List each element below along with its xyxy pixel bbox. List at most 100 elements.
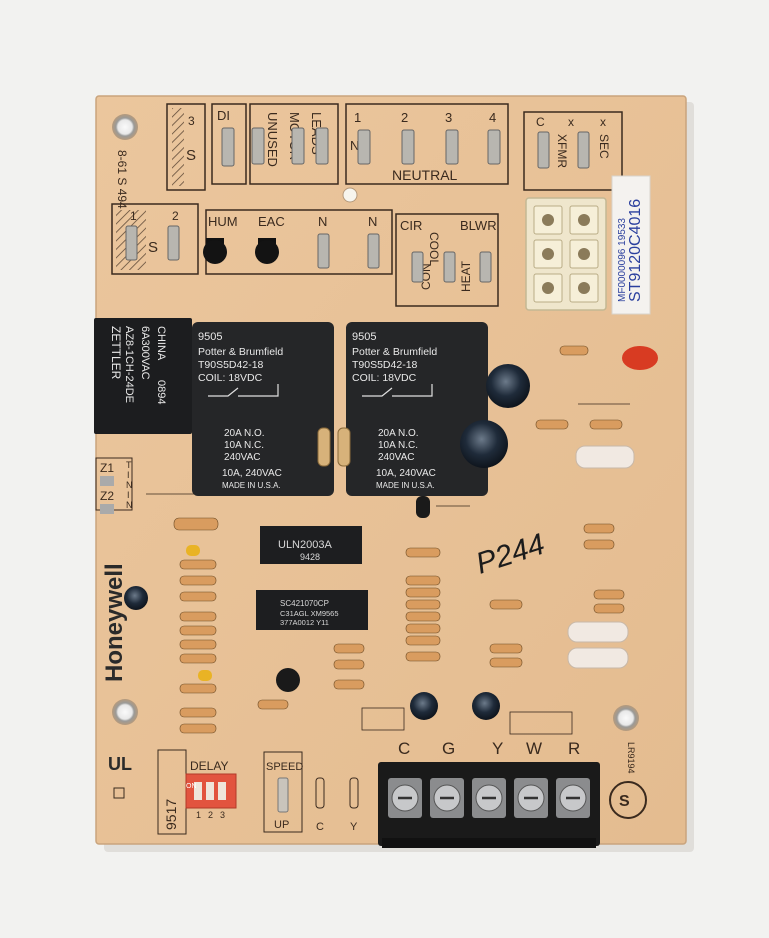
neutral-pin-1: 1	[354, 110, 361, 125]
speed-label: SPEED	[266, 761, 303, 773]
mid-s-label: S	[148, 239, 158, 256]
molex-6pin-connector[interactable]	[525, 197, 607, 311]
xfmr-c-label: C	[536, 115, 545, 129]
relay-2-model: T90S5D42-18	[352, 359, 418, 371]
delay-label: DELAY	[190, 759, 228, 773]
relay-2-number: 9505	[352, 331, 376, 343]
resistor-array	[173, 345, 625, 734]
blwr-spade[interactable]	[443, 251, 456, 283]
neutral-label: NEUTRAL	[392, 167, 458, 183]
zettler-model: AZ8-1CH-24DE	[123, 326, 135, 403]
spade-terminal-1[interactable]	[125, 225, 138, 261]
dip-2-label: 2	[208, 810, 213, 820]
di-spade-terminal[interactable]	[221, 127, 235, 167]
relay-2-maker: Potter & Brumfield	[352, 346, 437, 358]
terminal-label-w: W	[526, 739, 542, 758]
terminal-screw-y[interactable]	[472, 778, 506, 818]
relay-2-rating-2: 10A N.C.	[378, 440, 418, 451]
dip-1-label: 1	[196, 810, 201, 820]
relay-1-rating-3: 240VAC	[224, 452, 261, 463]
relay-1-rating-2: 10A N.C.	[224, 440, 264, 451]
terminal-screw-r[interactable]	[556, 778, 590, 818]
via-hole	[342, 187, 358, 203]
dip-3-label: 3	[220, 810, 225, 820]
neutral-spade-3[interactable]	[445, 129, 459, 165]
y-label: Y	[350, 821, 358, 833]
unused-spade-1[interactable]	[251, 127, 265, 165]
ul-code-label: LR9194	[626, 742, 636, 774]
mounting-hole-bottom-left	[112, 699, 138, 725]
power-resistor-3	[567, 647, 629, 669]
relay-1-rating-1: 20A N.O.	[224, 428, 265, 439]
zettler-code: 0894	[155, 380, 167, 404]
n2-spade[interactable]	[367, 233, 380, 269]
electrolytic-capacitor-1	[486, 364, 530, 408]
transistor	[276, 668, 300, 692]
relay-2-rating-1: 20A N.O.	[378, 428, 419, 439]
mounting-hole-bottom-right	[613, 705, 639, 731]
z1-label: Z1	[100, 461, 114, 475]
ul-logo: UL	[108, 754, 132, 799]
xfmr-x-label-2: x	[600, 115, 606, 129]
up-label: UP	[274, 819, 289, 831]
neutral-spade-4[interactable]	[487, 129, 501, 165]
n-label: N	[126, 480, 133, 490]
relay-2: 9505 Potter & Brumfield T90S5D42-18 COIL…	[346, 322, 488, 496]
neutral-n-label: N	[350, 138, 359, 153]
heat-label: HEAT	[459, 260, 473, 292]
mounting-hole-top-left	[112, 114, 138, 140]
model-label: ST9120C4016	[627, 199, 644, 302]
y-jumper-pad	[349, 777, 359, 809]
silkscreen-outlines	[146, 403, 630, 735]
ic-uln2003a: ULN2003A 9428	[260, 526, 362, 564]
n2-label: N	[126, 500, 133, 510]
xfmr-spade-c[interactable]	[537, 131, 550, 169]
unused-spade-3[interactable]	[315, 127, 329, 165]
terminal-screw-c[interactable]	[388, 778, 422, 818]
unused-spade-2[interactable]	[291, 127, 305, 165]
neutral-spade-2[interactable]	[401, 129, 415, 165]
heat-spade[interactable]	[479, 251, 492, 283]
n1-spade[interactable]	[317, 233, 330, 269]
relay-2-origin: MADE IN U.S.A.	[376, 481, 435, 490]
ic-1-label: ULN2003A	[278, 539, 332, 551]
relay-2-ac-rating: 10A, 240VAC	[376, 468, 436, 479]
xfmr-spade-sec[interactable]	[577, 131, 590, 169]
terminal-screw-g[interactable]	[430, 778, 464, 818]
eac-terminal-cap	[255, 240, 279, 264]
z2-label: Z2	[100, 489, 114, 503]
neutral-spade-1[interactable]	[357, 129, 371, 165]
zettler-relay: ZETTLER AZ8-1CH-24DE 6A300VAC CHINA 0894	[94, 318, 192, 434]
electrolytic-capacitor-5	[472, 692, 500, 720]
power-resistor-2	[567, 621, 629, 643]
unused-label: UNUSED	[265, 112, 280, 167]
hum-label: HUM	[208, 214, 238, 229]
ic-2-code2: 377A0012 Y11	[280, 618, 329, 627]
spade-terminal-2[interactable]	[167, 225, 180, 261]
top-terminal-row: 3 S DI UNUSED MOTOR LEADS 1 2 3 4 N NEUT…	[166, 103, 623, 191]
relay-1-maker: Potter & Brumfield	[198, 346, 283, 358]
c-label: C	[316, 821, 324, 833]
part-number-label: 9517	[163, 799, 179, 830]
terminal-screw-w[interactable]	[514, 778, 548, 818]
relay-1-schematic-icon	[208, 384, 279, 397]
neutral-pin-3: 3	[445, 110, 452, 125]
pin-3-label: 3	[188, 114, 195, 128]
c-jumper-pad	[315, 777, 325, 809]
eac-label: EAC	[258, 214, 285, 229]
relay-1-number: 9505	[198, 331, 222, 343]
neutral-pin-4: 4	[489, 110, 496, 125]
ic-sc421070cp: SC421070CP C31AGL XM9565 377A0012 Y11	[256, 590, 368, 630]
electrolytic-capacitor-3	[124, 586, 148, 610]
relay-1: 9505 Potter & Brumfield T90S5D42-18 COIL…	[192, 322, 334, 496]
delay-dip-switch[interactable]	[185, 773, 237, 809]
xfmr-x-label-1: x	[568, 115, 574, 129]
ic-2-label: SC421070CP	[280, 599, 329, 608]
neutral-pin-2: 2	[401, 110, 408, 125]
zettler-rating: 6A300VAC	[139, 326, 151, 380]
di-label: DI	[217, 108, 230, 123]
blwr-label: BLWR	[460, 218, 497, 233]
cool-spade[interactable]	[411, 251, 424, 283]
speed-jumper[interactable]	[263, 751, 303, 833]
